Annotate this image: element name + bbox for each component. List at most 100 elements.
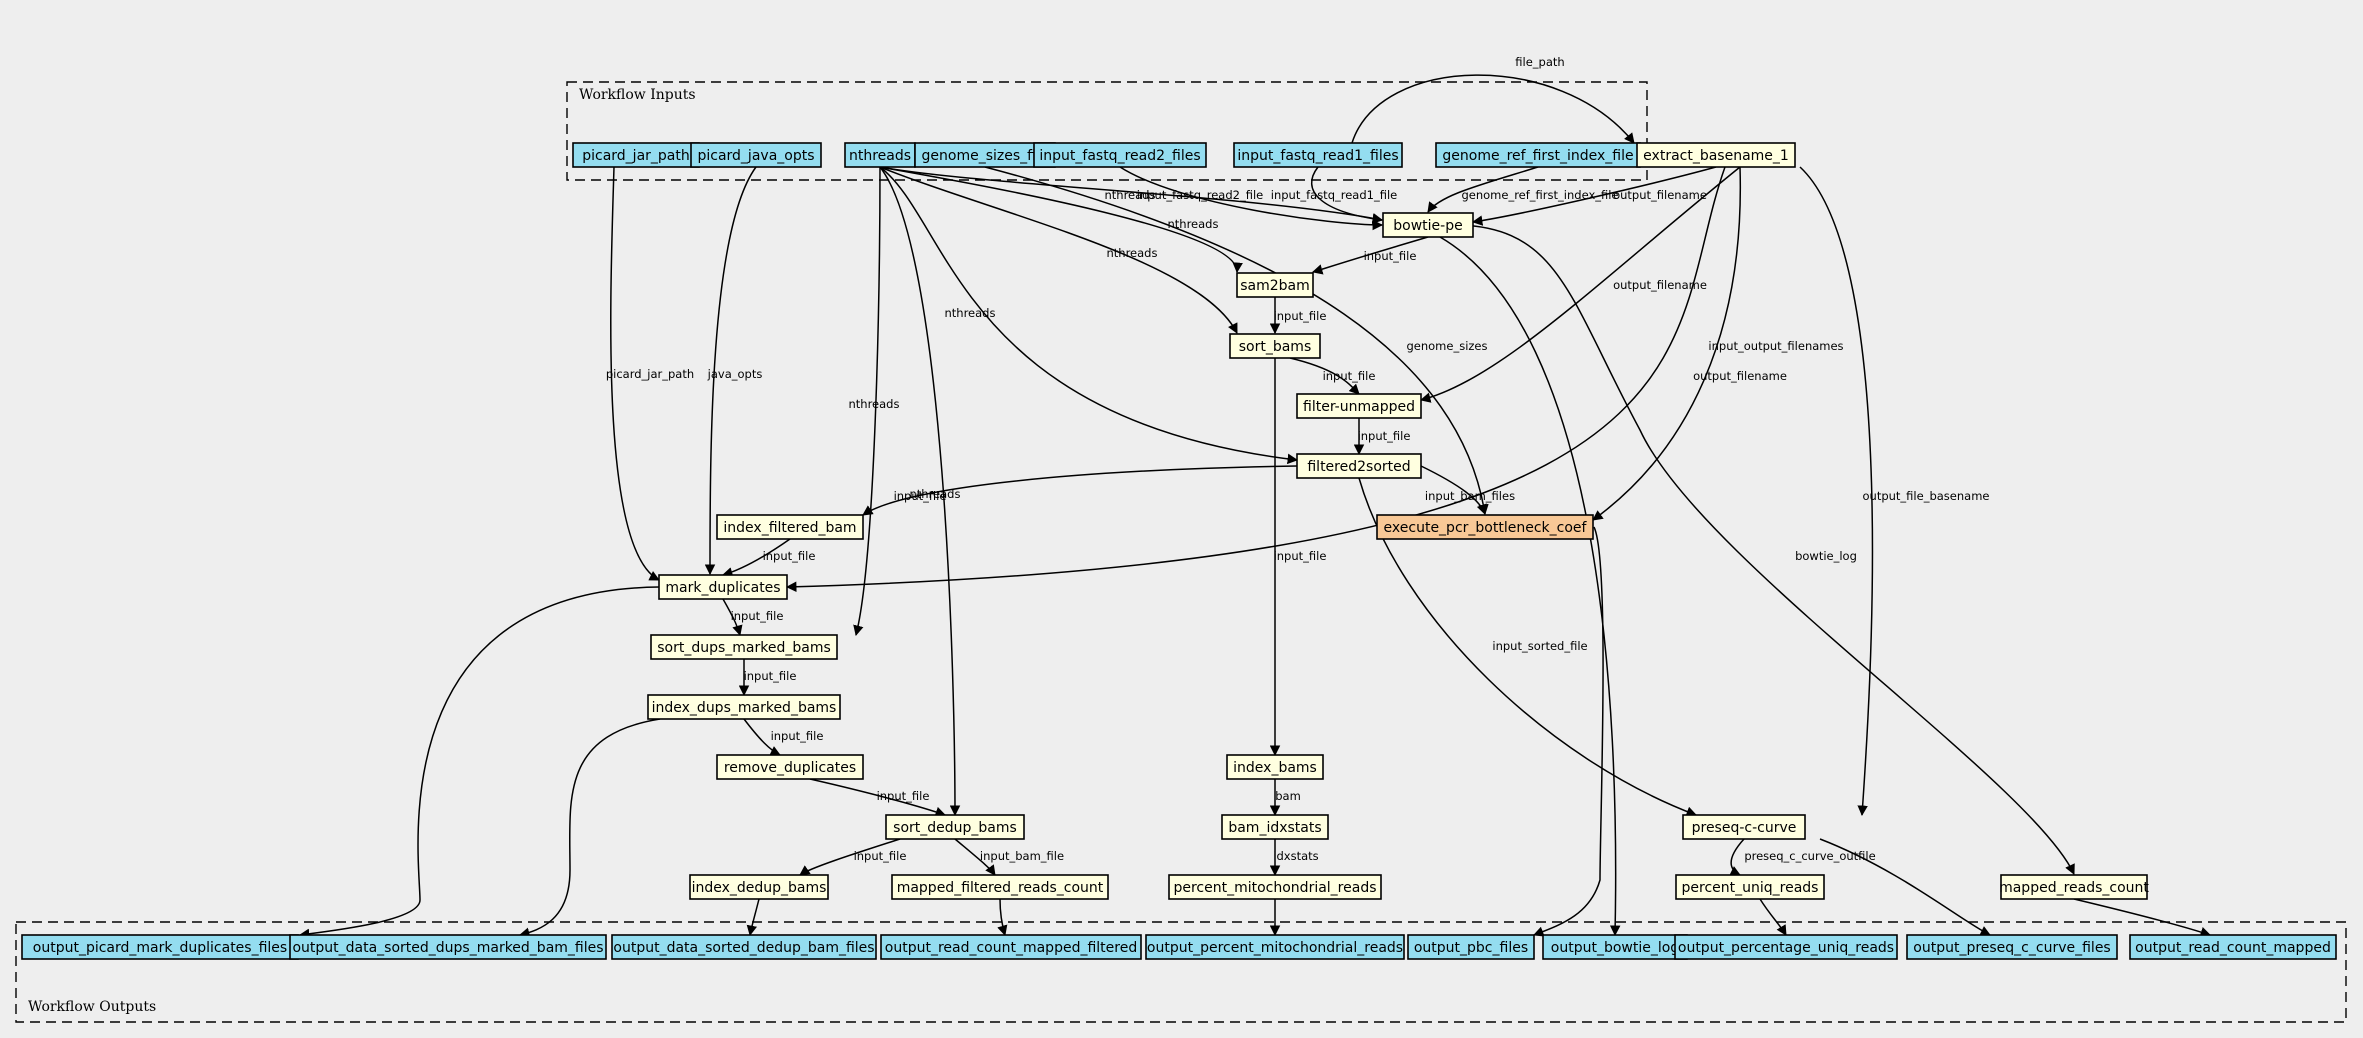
edge-label: picard_jar_path [606, 367, 694, 381]
node-box [1168, 874, 1382, 900]
node-output-percentage-uniq-reads[interactable]: output_percentage_uniq_reads [1674, 934, 1898, 960]
edge-label: input_file [771, 729, 824, 743]
edge-label: input_file [1274, 309, 1327, 323]
node-label: picard_jar_path [582, 148, 690, 164]
node-filter-unmapped[interactable]: filter-unmapped [1296, 393, 1422, 419]
edge [1419, 166, 1741, 403]
node-sort-dedup-bams[interactable]: sort_dedup_bams [885, 814, 1025, 840]
node-mapped-reads-count[interactable]: mapped_reads_count [1999, 874, 2149, 900]
node-extract-basename-1[interactable]: extract_basename_1 [1636, 142, 1796, 168]
node-label: output_bowtie_log [1551, 940, 1679, 956]
edge-label: bam [1275, 789, 1301, 803]
node-label: input_fastq_read1_files [1237, 148, 1398, 164]
node-percent-uniq-reads[interactable]: percent_uniq_reads [1675, 874, 1825, 900]
node-box [21, 934, 299, 960]
node-label: genome_sizes_file [922, 148, 1049, 164]
node-box [2000, 874, 2148, 900]
node-output-preseq-c-curve-files[interactable]: output_preseq_c_curve_files [1906, 934, 2118, 960]
edge [1420, 465, 1487, 515]
node-box [1906, 934, 2118, 960]
node-nthreads[interactable]: nthreads [844, 142, 916, 168]
edge-label: input_file [1274, 549, 1327, 563]
node-label: extract_basename_1 [1643, 148, 1789, 164]
node-label: output_percentage_uniq_reads [1678, 940, 1894, 956]
node-label: percent_uniq_reads [1682, 880, 1819, 896]
edge [1592, 166, 1742, 521]
node-sam2bam[interactable]: sam2bam [1236, 272, 1314, 298]
edge [879, 166, 961, 817]
edge-label: output_filename [1613, 278, 1707, 292]
edge-label: input_file [744, 669, 797, 683]
edge-label: input_file [731, 609, 784, 623]
node-mapped-filtered-reads-count[interactable]: mapped_filtered_reads_count [891, 874, 1109, 900]
node-bowtie-pe[interactable]: bowtie-pe [1382, 212, 1474, 238]
edge [1759, 898, 1787, 936]
node-label: mapped_reads_count [1999, 880, 2149, 896]
node-output-read-count-mapped-filtered[interactable]: output_read_count_mapped_filtered [880, 934, 1142, 960]
node-sort-bams[interactable]: sort_bams [1229, 333, 1321, 359]
edge [1351, 74, 1635, 144]
node-box [914, 142, 1056, 168]
node-index-bams[interactable]: index_bams [1226, 754, 1324, 780]
node-box [716, 514, 864, 540]
node-output-pbc-files[interactable]: output_pbc_files [1407, 934, 1535, 960]
edge [954, 838, 996, 876]
node-output-bowtie-log[interactable]: output_bowtie_log [1542, 934, 1688, 960]
node-output-read-count-mapped[interactable]: output_read_count_mapped [2129, 934, 2337, 960]
edge [809, 778, 946, 817]
node-output-data-sorted-dedup-bam-files[interactable]: output_data_sorted_dedup_bam_files [611, 934, 877, 960]
node-box [716, 754, 864, 780]
node-genome-ref-first-index-file[interactable]: genome_ref_first_index_file [1435, 142, 1641, 168]
edge [1533, 526, 1604, 937]
edge-label: input_sorted_file [1492, 639, 1587, 653]
node-box [1236, 272, 1314, 298]
node-sort-dups-marked-bams[interactable]: sort_dups_marked_bams [650, 634, 838, 660]
node-box [1675, 874, 1825, 900]
edge [1119, 166, 1384, 231]
edge-label: input_file [1323, 369, 1376, 383]
edge [879, 166, 1243, 274]
node-picard-jar-path[interactable]: picard_jar_path [572, 142, 700, 168]
edge-label: nthreads [1107, 246, 1158, 260]
edge-label: input_file [1364, 249, 1417, 263]
workflow-inputs-cluster: Workflow Inputs [566, 81, 1648, 181]
node-label: picard_java_opts [697, 148, 814, 164]
edge [722, 598, 743, 637]
node-output-percent-mitochondrial-reads[interactable]: output_percent_mitochondrial_reads [1145, 934, 1405, 960]
node-output-picard-mark-duplicates-files[interactable]: output_picard_mark_duplicates_files [21, 934, 299, 960]
node-label: output_read_count_mapped_filtered [885, 940, 1137, 956]
node-genome-sizes-file[interactable]: genome_sizes_file [914, 142, 1056, 168]
node-bam-idxstats[interactable]: bam_idxstats [1221, 814, 1329, 840]
node-input-fastq-read1-files[interactable]: input_fastq_read1_files [1233, 142, 1403, 168]
node-input-fastq-read2-files[interactable]: input_fastq_read2_files [1033, 142, 1207, 168]
edge [721, 538, 791, 578]
node-box [885, 814, 1025, 840]
edge-label: nthreads [849, 397, 900, 411]
node-remove-duplicates[interactable]: remove_duplicates [716, 754, 864, 780]
node-box [880, 934, 1142, 960]
edge-label: nthreads [1105, 188, 1156, 202]
node-output-data-sorted-dups-marked-bam-files[interactable]: output_data_sorted_dups_marked_bam_files [289, 934, 607, 960]
edge [610, 166, 660, 581]
node-label: input_fastq_read2_files [1039, 148, 1200, 164]
node-picard-java-opts[interactable]: picard_java_opts [690, 142, 822, 168]
node-index-dedup-bams[interactable]: index_dedup_bams [689, 874, 829, 900]
node-execute-pcr-bottleneck-coef[interactable]: execute_pcr_bottleneck_coef [1376, 514, 1594, 540]
edge [704, 166, 757, 576]
node-percent-mitochondrial-reads[interactable]: percent_mitochondrial_reads [1168, 874, 1382, 900]
node-preseq-c-curve[interactable]: preseq-c-curve [1682, 814, 1806, 840]
edge [746, 898, 760, 937]
edge [1819, 838, 1991, 936]
node-box [1674, 934, 1898, 960]
node-filtered2sorted[interactable]: filtered2sorted [1296, 453, 1422, 479]
node-label: genome_ref_first_index_file [1442, 148, 1633, 164]
node-box [1376, 514, 1594, 540]
node-index-filtered-bam[interactable]: index_filtered_bam [716, 514, 864, 540]
node-box [647, 694, 841, 720]
node-mark-duplicates[interactable]: mark_duplicates [658, 574, 788, 600]
node-box [1145, 934, 1405, 960]
node-index-dups-marked-bams[interactable]: index_dups_marked_bams [647, 694, 841, 720]
edge-label: output_filename [1613, 188, 1707, 202]
edge-label: input_file [763, 549, 816, 563]
